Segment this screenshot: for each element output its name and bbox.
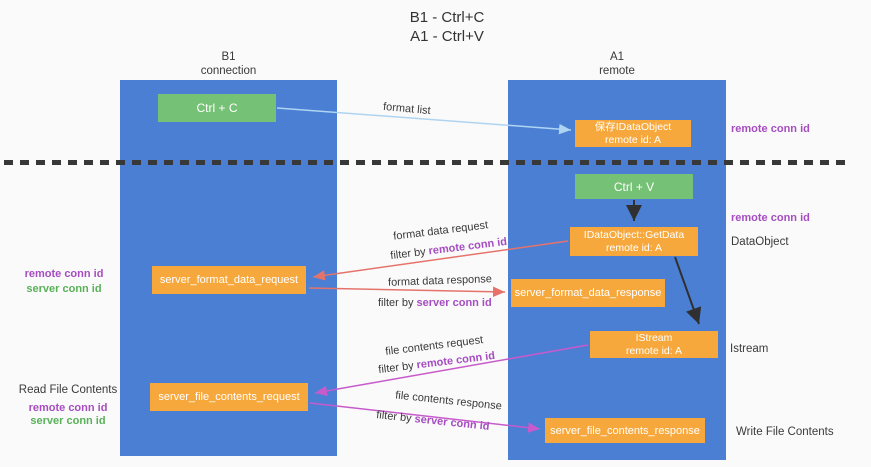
server-format-data-request-box: server_format_data_request xyxy=(152,266,306,294)
format-list-label: format list xyxy=(382,100,432,118)
section-divider-dashed xyxy=(4,160,848,165)
server-file-contents-response-box: server_file_contents_response xyxy=(545,418,705,443)
filter-by-server-conn-id-label-2: filter by server conn id xyxy=(376,409,490,433)
istream-box: IStream remote id: A xyxy=(590,331,718,358)
filter-by-text: filter by xyxy=(378,297,417,309)
remote-conn-id-annotation-mid: remote conn id xyxy=(731,212,810,224)
server-format-data-request-label: server_format_data_request xyxy=(159,274,299,286)
server-conn-id-text: server conn id xyxy=(416,297,492,309)
server-conn-id-annotation-left: server conn id xyxy=(26,283,102,295)
lane-right-name: A1 xyxy=(609,51,625,63)
lane-left-role: connection xyxy=(200,65,257,77)
save-idataobject-box: 保存IDataObject remote id: A xyxy=(575,120,691,147)
diagram-title-line1: B1 - Ctrl+C xyxy=(409,9,485,26)
filter-by-text: filter by xyxy=(375,409,416,426)
write-file-contents-annotation: Write File Contents xyxy=(736,426,834,438)
save-idataobject-line2: remote id: A xyxy=(604,133,662,146)
read-file-contents-annotation-block: Read File Contents remote conn id server… xyxy=(18,383,118,428)
istream-annotation: Istream xyxy=(730,343,769,355)
read-file-contents-annotation: Read File Contents xyxy=(18,384,118,396)
remote-conn-id-annotation-top: remote conn id xyxy=(731,123,810,135)
save-idataobject-line1: 保存IDataObject xyxy=(594,120,672,133)
filter-by-text: filter by xyxy=(389,245,430,263)
server-format-data-response-box: server_format_data_response xyxy=(511,279,665,307)
lane-left-header: B1 connection xyxy=(120,50,337,78)
server-file-contents-request-label: server_file_contents_request xyxy=(158,391,300,403)
server-format-data-response-label: server_format_data_response xyxy=(514,287,662,299)
format-data-response-label: format data response xyxy=(387,273,493,289)
server-file-contents-response-label: server_file_contents_response xyxy=(550,424,700,437)
ctrl-c-label: Ctrl + C xyxy=(196,101,238,115)
diagram-title: B1 - Ctrl+C A1 - Ctrl+V xyxy=(297,8,597,46)
dataobject-annotation: DataObject xyxy=(731,236,789,248)
remote-conn-id-annotation-left: remote conn id xyxy=(24,268,104,280)
lane-right-role: remote xyxy=(599,65,635,77)
format-data-response-arrow xyxy=(308,286,506,298)
server-file-contents-request-box: server_file_contents_request xyxy=(150,383,308,411)
istream-line2: remote id: A xyxy=(625,344,683,357)
diagram-title-line2: A1 - Ctrl+V xyxy=(410,28,484,45)
server-conn-id-text: server conn id xyxy=(413,413,491,433)
remote-conn-id-text: remote conn id xyxy=(415,349,496,372)
remote-conn-id-text: remote conn id xyxy=(427,235,508,258)
getdata-line2: remote id: A xyxy=(605,241,663,254)
left-conn-id-annotation-block: remote conn id server conn id xyxy=(22,267,106,297)
lane-right-header: A1 remote xyxy=(508,50,726,78)
getdata-box: IDataObject::GetData remote id: A xyxy=(570,227,698,256)
ctrl-v-box: Ctrl + V xyxy=(575,174,693,199)
getdata-line1: IDataObject::GetData xyxy=(583,228,685,241)
ctrl-c-box: Ctrl + C xyxy=(158,94,276,122)
filter-by-server-conn-id-label-1: filter by server conn id xyxy=(378,297,492,309)
file-contents-response-label: file contents response xyxy=(394,389,503,413)
remote-conn-id-annotation-left2: remote conn id xyxy=(28,402,108,414)
lane-left-name: B1 xyxy=(221,51,236,63)
ctrl-v-label: Ctrl + V xyxy=(613,179,655,194)
filter-by-text: filter by xyxy=(377,359,418,377)
istream-line1: IStream xyxy=(635,331,673,344)
server-conn-id-annotation-left2: server conn id xyxy=(30,415,106,427)
